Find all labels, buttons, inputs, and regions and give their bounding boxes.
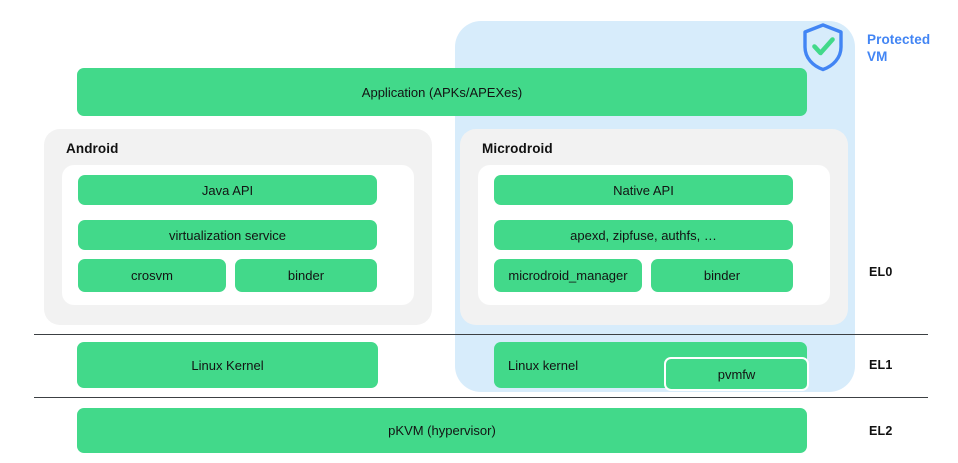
protected-vm-label: Protected VM [867,32,955,65]
protected-vm-label-line1: Protected [867,32,931,47]
android-box-binder: binder [235,259,377,292]
microdroid-box-services: apexd, zipfuse, authfs, … [494,220,793,250]
microdroid-box-native-api: Native API [494,175,793,205]
microdroid-card-title: Microdroid [482,141,553,156]
hypervisor-box: pKVM (hypervisor) [77,408,807,453]
microdroid-box-binder: binder [651,259,793,292]
el0-el1-divider [34,334,928,335]
exception-level-el2: EL2 [869,424,893,438]
exception-level-el1: EL1 [869,358,893,372]
android-box-virtualization-service: virtualization service [78,220,377,250]
shield-check-icon [800,22,846,72]
android-card-title: Android [66,141,119,156]
protected-vm-label-line2: VM [867,48,888,64]
el1-el2-divider [34,397,928,398]
pvmfw-box: pvmfw [664,357,809,391]
exception-level-el0: EL0 [869,265,893,279]
microdroid-box-microdroid-manager: microdroid_manager [494,259,642,292]
application-box: Application (APKs/APEXes) [77,68,807,116]
android-linux-kernel-box: Linux Kernel [77,342,378,388]
android-box-java-api: Java API [78,175,377,205]
android-box-crosvm: crosvm [78,259,226,292]
